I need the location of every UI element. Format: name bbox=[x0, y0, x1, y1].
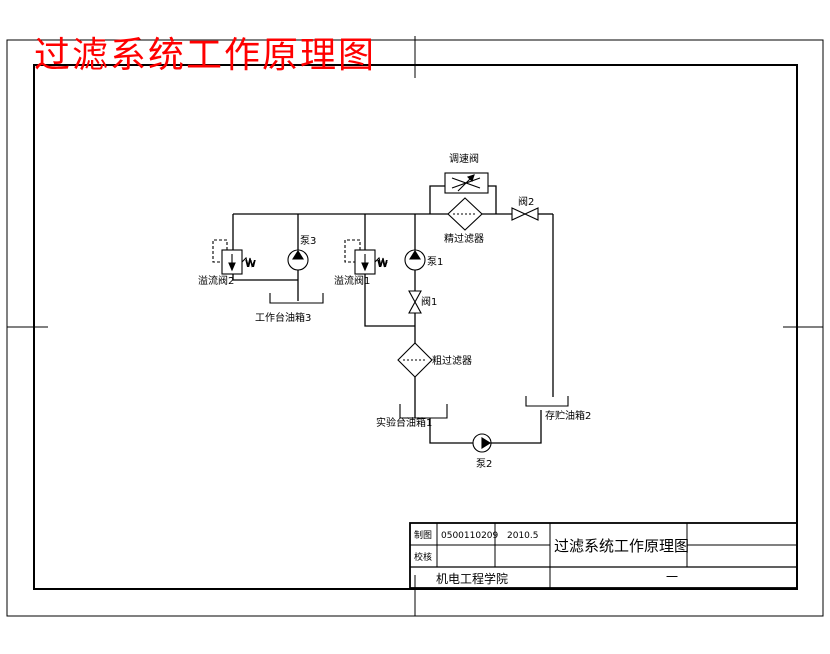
drawing-date: 2010.5 bbox=[507, 531, 539, 541]
pump3-label: 泵3 bbox=[300, 235, 316, 247]
work-tank3-label: 工作台油箱3 bbox=[255, 311, 311, 324]
valve1-label: 阀1 bbox=[421, 295, 437, 308]
spring-w-label-2: W bbox=[245, 259, 256, 270]
school-name: 机电工程学院 bbox=[436, 571, 508, 586]
page-title: 过滤系统工作原理图 bbox=[34, 35, 377, 76]
relief-valve1-label: 溢流阀1 bbox=[334, 274, 370, 287]
title-block bbox=[409, 522, 798, 589]
drawn-by-label: 制图 bbox=[414, 529, 432, 541]
drawn-id: 0500110209 bbox=[441, 531, 499, 541]
tanks bbox=[269, 293, 569, 419]
spring-w-label-1: W bbox=[377, 259, 388, 270]
test-tank1 bbox=[399, 404, 448, 419]
checked-by-label: 校核 bbox=[414, 551, 432, 563]
storage-tank2 bbox=[525, 396, 569, 407]
coarse-filter bbox=[397, 342, 433, 378]
pump-2 bbox=[472, 433, 492, 453]
storage-tank2-label: 存贮油箱2 bbox=[545, 409, 591, 422]
pump-1 bbox=[404, 249, 426, 271]
work-tank3 bbox=[269, 293, 324, 304]
pump2-label: 泵2 bbox=[476, 458, 492, 470]
pump-3 bbox=[287, 249, 309, 271]
coarse-filter-label: 粗过滤器 bbox=[432, 354, 472, 367]
relief-valve-2 bbox=[212, 239, 255, 275]
speed-valve-label: 调速阀 bbox=[449, 152, 479, 165]
test-tank1-label: 实验台油箱1 bbox=[376, 416, 432, 429]
centering-marks bbox=[7, 36, 823, 616]
fine-filter bbox=[447, 197, 483, 231]
pump1-label: 泵1 bbox=[427, 256, 443, 268]
fine-filter-label: 精过滤器 bbox=[444, 232, 484, 245]
drawing-title: 过滤系统工作原理图 bbox=[554, 537, 689, 555]
relief-valve-1 bbox=[344, 239, 388, 275]
sheet-number: 一 bbox=[666, 570, 678, 584]
valve2-label: 阀2 bbox=[518, 195, 534, 208]
relief-valve2-label: 溢流阀2 bbox=[198, 274, 234, 287]
valve-1 bbox=[408, 290, 422, 314]
valve-2 bbox=[511, 207, 539, 221]
speed-control-valve bbox=[444, 172, 489, 194]
circuit-lines bbox=[232, 185, 554, 444]
